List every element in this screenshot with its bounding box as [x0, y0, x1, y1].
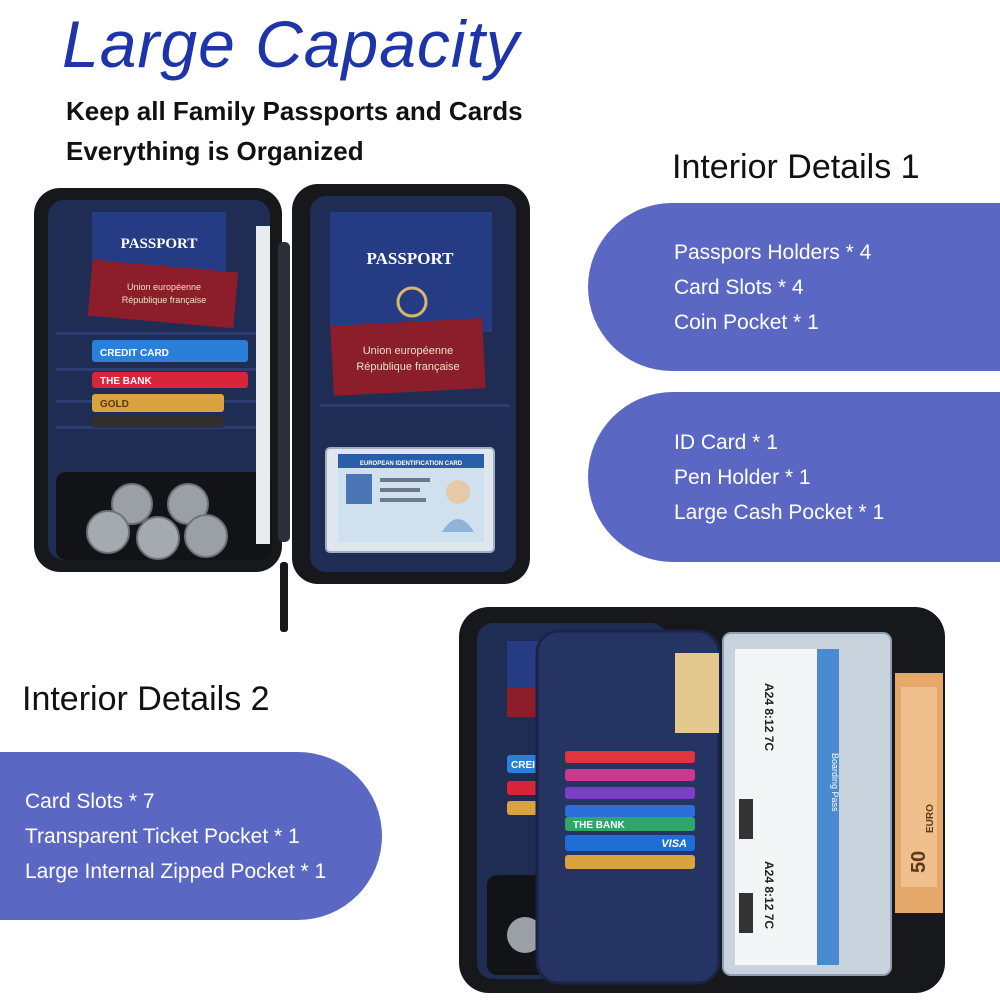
interior-details-2-title: Interior Details 2	[22, 680, 270, 718]
coin	[111, 483, 153, 525]
wallet-photo-2: CREI THE BANK VISA Boarding Pass A24 8:1…	[459, 607, 945, 993]
id-text-line	[380, 478, 430, 482]
feature-passport-holders: Passpors Holders * 4	[674, 240, 872, 264]
slot-line	[56, 368, 256, 371]
flap-card	[565, 769, 695, 781]
flap-card	[565, 751, 695, 763]
cash-pocket	[256, 226, 270, 544]
barcode	[739, 893, 753, 933]
interior-details-1-box-2: ID Card * 1 Pen Holder * 1 Large Cash Po…	[588, 392, 1000, 562]
id-photo-body	[442, 519, 474, 532]
passport-right-text: PASSPORT	[367, 249, 455, 268]
eu-card-left	[87, 259, 239, 329]
feature-ticket-pocket: Transparent Ticket Pocket * 1	[25, 824, 300, 848]
id-card-header-text: EUROPEAN IDENTIFICATION CARD	[360, 461, 463, 467]
credit-card-text: CREDIT CARD	[100, 348, 169, 359]
flight-text-2: A24 8:12 7C	[762, 861, 776, 929]
passport-left-text: PASSPORT	[121, 236, 198, 252]
dark-card	[92, 416, 224, 428]
coin	[136, 516, 180, 560]
visa-card	[565, 835, 695, 851]
tagline-2: Everything is Organized	[66, 136, 364, 166]
card-edge	[675, 653, 719, 733]
coin	[184, 514, 228, 558]
interior-details-1-title: Interior Details 1	[672, 148, 920, 186]
flap-card	[565, 817, 695, 831]
id-flag	[346, 474, 372, 504]
euro-word: EURO	[925, 804, 936, 833]
interior-details-2-box: Card Slots * 7 Transparent Ticket Pocket…	[0, 752, 382, 920]
eu-left-line2: République française	[122, 295, 207, 305]
gold-card	[92, 394, 224, 412]
pen	[278, 242, 290, 542]
euro-note-face	[901, 687, 937, 887]
feature-zipped-pocket: Large Internal Zipped Pocket * 1	[25, 859, 327, 883]
slot-line	[56, 332, 256, 335]
bank-card	[92, 372, 248, 388]
feature-card-slots: Card Slots * 4	[674, 275, 804, 299]
coin	[86, 510, 130, 554]
eu-right-line2: République française	[356, 361, 459, 373]
boarding-pass-stripe	[817, 649, 839, 965]
feature-id-card: ID Card * 1	[674, 430, 778, 454]
boarding-pass-label: Boarding Pass	[830, 753, 840, 812]
cre-text: CREI	[511, 760, 535, 771]
feature-coin-pocket: Coin Pocket * 1	[674, 310, 819, 334]
tagline-1: Keep all Family Passports and Cards	[66, 96, 523, 126]
zipper-pull	[280, 562, 288, 632]
id-photo-face	[446, 480, 470, 504]
interior-details-1-box-1: Passpors Holders * 4 Card Slots * 4 Coin…	[588, 203, 1000, 371]
eu-left-line1: Union européenne	[127, 282, 201, 292]
emblem-icon	[396, 286, 428, 318]
flap-card	[565, 787, 695, 799]
slot-line	[320, 404, 510, 407]
credit-card	[92, 340, 248, 362]
passport-right	[330, 212, 492, 332]
eu-right-line1: Union européenne	[363, 345, 454, 357]
euro-amount: 50	[908, 851, 930, 873]
the-bank-text: THE BANK	[573, 820, 625, 831]
feature-card-slots-7: Card Slots * 7	[25, 789, 155, 813]
coin	[507, 917, 543, 953]
gold-card-text: GOLD	[100, 399, 129, 410]
feature-pen-holder: Pen Holder * 1	[674, 465, 811, 489]
bank-card-text: THE BANK	[100, 376, 152, 387]
flap-card	[565, 855, 695, 869]
headline: Large Capacity	[62, 7, 520, 81]
feature-large-cash-pocket: Large Cash Pocket * 1	[674, 500, 885, 524]
id-text-line	[380, 498, 426, 502]
flap-card	[565, 805, 695, 817]
barcode	[739, 799, 753, 839]
visa-text: VISA	[661, 838, 687, 850]
wallet-photo-1: PASSPORT Union européenne République fra…	[34, 184, 530, 632]
flight-text: A24 8:12 7C	[762, 683, 776, 751]
eu-card-right	[330, 318, 486, 396]
id-card-header	[338, 454, 484, 468]
id-text-line	[380, 488, 420, 492]
